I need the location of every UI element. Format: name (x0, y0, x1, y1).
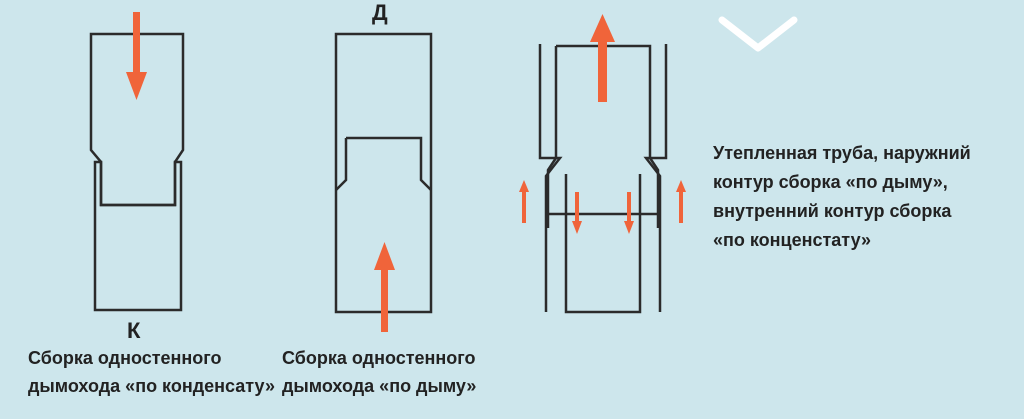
caption-condensate: Сборка одностенного дымохода «по конденс… (28, 344, 275, 400)
caption-line: дымохода «по дыму» (282, 376, 477, 396)
arrow-up-icon (374, 242, 395, 332)
chevron-down-icon (718, 16, 798, 52)
caption-insulated: Утепленная труба, наружний контур сборка… (713, 139, 971, 255)
caption-line: Сборка одностенного (282, 348, 476, 368)
caption-line: «по конценстату» (713, 230, 872, 250)
caption-line: внутренний контур сборка (713, 201, 952, 221)
small-arrow-up-left (519, 180, 529, 223)
caption-line: Утепленная труба, наружний (713, 143, 971, 163)
outer-wall-left (538, 44, 563, 312)
caption-line: Сборка одностенного (28, 348, 222, 368)
arrow-down-icon (126, 12, 147, 100)
label-d: Д (372, 0, 388, 25)
small-arrow-down-inner-right (624, 192, 634, 234)
small-arrow-up-right (676, 180, 686, 223)
caption-line: дымохода «по конденсату» (28, 376, 275, 396)
small-arrow-down-inner-left (572, 192, 582, 234)
upper-pipe (334, 32, 433, 314)
arrow-up-icon (590, 14, 615, 102)
caption-smoke: Сборка одностенного дымохода «по дыму» (282, 344, 476, 400)
outer-wall-right (643, 44, 668, 312)
inner-pipe (335, 136, 432, 191)
label-k: К (127, 318, 141, 343)
figure-condensate-assembly (89, 32, 185, 312)
inner-upper-pipe (554, 44, 652, 158)
socket-right (640, 157, 660, 228)
caption-line: контур сборка «по дыму», (713, 172, 948, 192)
socket-left (546, 157, 566, 228)
lower-pipe (93, 160, 183, 312)
figure-smoke-assembly (334, 32, 433, 314)
